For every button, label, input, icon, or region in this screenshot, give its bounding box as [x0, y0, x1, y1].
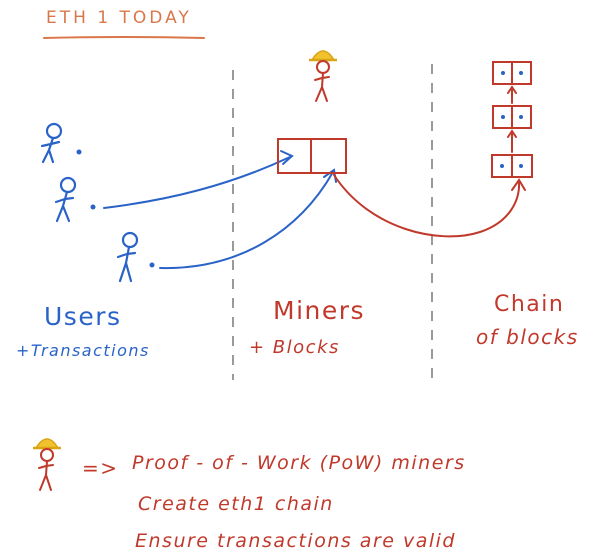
chain-link-arrow-1 — [507, 85, 517, 104]
of-blocks-label: of blocks — [476, 325, 579, 349]
blocks-label: + Blocks — [249, 337, 340, 358]
miners-label: Miners — [273, 296, 366, 325]
miner-figure — [309, 50, 337, 102]
transaction-arrow-1 — [103, 150, 294, 209]
notes-line-1: Proof - of - Work (PoW) miners — [132, 452, 466, 474]
new-block — [277, 138, 347, 174]
users-label: Users — [44, 302, 122, 331]
block-to-chain-arrow — [333, 174, 526, 238]
chain-block-middle — [492, 105, 532, 129]
chain-link-arrow-2 — [507, 129, 517, 153]
transaction-arrow-2 — [159, 168, 337, 270]
transaction-dot-3 — [149, 262, 155, 268]
chain-label: Chain — [494, 292, 565, 317]
user-figure-2 — [54, 176, 77, 223]
chain-block-top — [492, 61, 532, 85]
notes-line-3: Ensure transactions are valid — [135, 530, 456, 552]
page-title: ETH 1 TODAY — [46, 8, 192, 28]
user-figure-3 — [116, 231, 139, 283]
notes-arrow: => — [82, 456, 119, 480]
transaction-dot-2 — [90, 204, 96, 210]
transaction-dot-1 — [76, 149, 82, 155]
user-figure-1 — [40, 122, 63, 164]
chain-block-bottom — [491, 154, 533, 178]
notes-line-2: Create eth1 chain — [138, 493, 334, 515]
transactions-label: +Transactions — [16, 341, 150, 360]
miner-figure-notes — [33, 438, 61, 491]
